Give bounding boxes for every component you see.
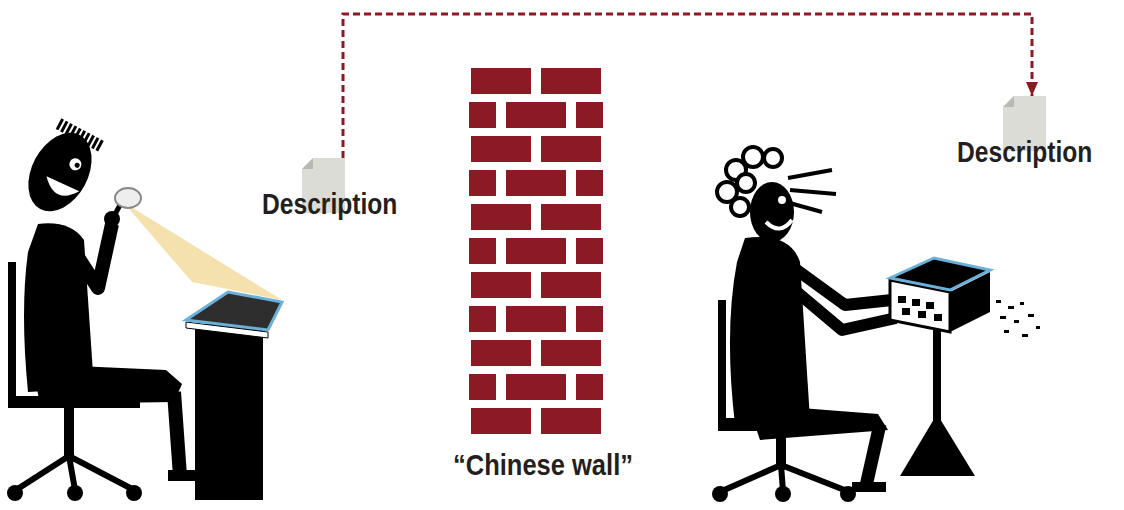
brick-wall [469, 68, 603, 434]
paper-scraps [996, 300, 1040, 337]
shin [866, 424, 880, 486]
smile [766, 220, 792, 229]
curl [764, 149, 782, 167]
book [186, 292, 282, 330]
document-fold [1003, 96, 1014, 107]
chair-wheel [7, 485, 23, 501]
face [16, 122, 105, 222]
head [16, 122, 105, 222]
wall-label: “Chinese wall” [421, 450, 664, 480]
eye [67, 156, 83, 172]
curl [743, 147, 763, 167]
chair-wheel [67, 485, 83, 501]
curl [731, 198, 749, 216]
glass-handle [112, 205, 120, 220]
chair-stem [64, 406, 74, 458]
glass-lens [115, 188, 141, 208]
arm [70, 224, 112, 288]
document-label: Description [262, 189, 397, 219]
chair-back [8, 262, 16, 402]
chair-wheel [126, 485, 142, 501]
description-document: Description [957, 96, 1124, 174]
thigh [32, 364, 182, 404]
chair-base [16, 456, 134, 490]
shin [174, 392, 180, 476]
chair-back [718, 300, 726, 424]
description-document: Description [262, 158, 434, 230]
stand-pole [933, 330, 941, 422]
machine-keys [898, 296, 942, 321]
arm [785, 282, 896, 330]
grin [42, 174, 80, 202]
dashed-arrow [343, 14, 1032, 158]
curl [737, 174, 755, 192]
stand-base [900, 414, 975, 476]
eye [778, 196, 786, 204]
writer-figure [712, 147, 1040, 502]
document-label: Description [957, 137, 1092, 167]
pedestal [195, 324, 263, 500]
chair-wheel [712, 486, 728, 502]
foot [852, 482, 886, 492]
face [750, 182, 794, 242]
thigh [748, 404, 888, 440]
pupil [74, 162, 81, 169]
machine-top [890, 258, 990, 290]
document-fold [302, 158, 313, 169]
light-beam [118, 196, 282, 300]
chair-wheel [775, 486, 791, 502]
examiner-figure [7, 122, 282, 501]
